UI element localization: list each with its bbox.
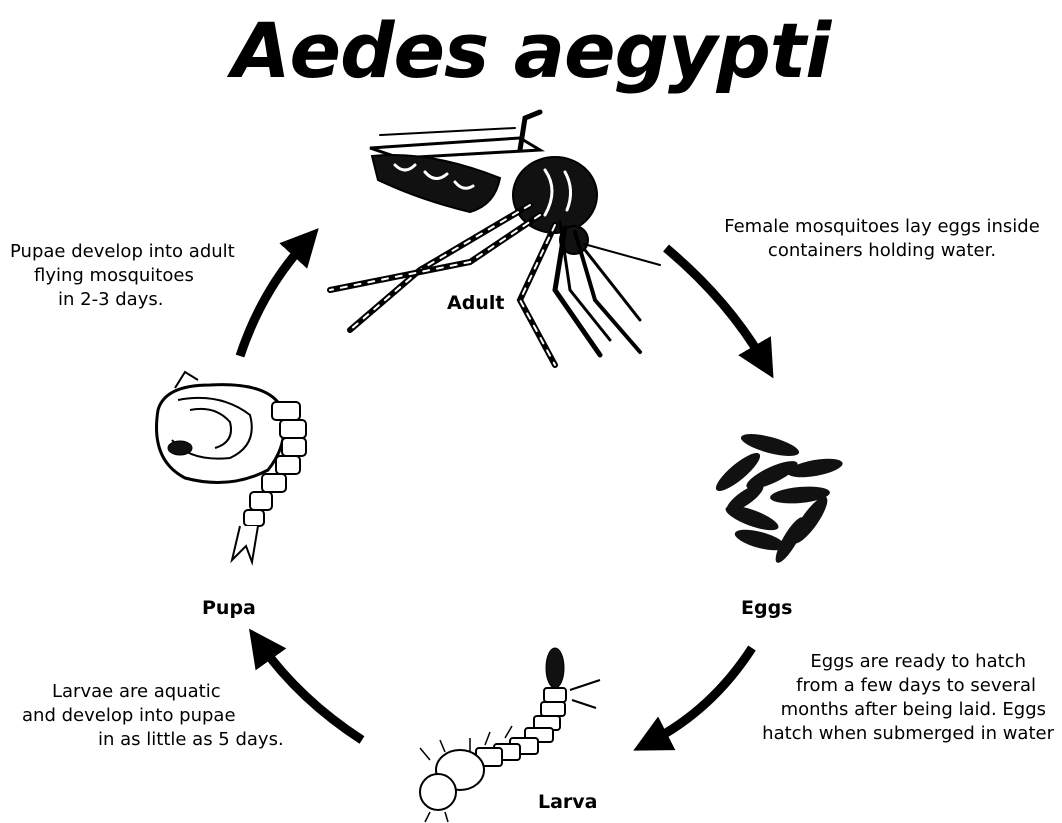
description-larva-to-pupa: Larvae are aquatic and develop into pupa… xyxy=(20,680,310,752)
adult-mosquito-icon xyxy=(330,112,660,365)
description-line: in 2-3 days. xyxy=(10,288,280,312)
pupa-icon xyxy=(157,372,306,562)
description-line: Larvae are aquatic xyxy=(20,680,310,704)
stage-label-larva: Larva xyxy=(538,791,598,813)
description-eggs-to-larva: Eggs are ready to hatch from a few days … xyxy=(716,650,1054,746)
description-line: and develop into pupae xyxy=(20,704,310,728)
description-line: Female mosquitoes lay eggs inside xyxy=(704,215,1060,239)
stage-label-eggs: Eggs xyxy=(741,597,793,619)
description-line: hatch when submerged in water xyxy=(716,722,1054,746)
stage-label-pupa: Pupa xyxy=(202,597,256,619)
description-line: containers holding water. xyxy=(704,239,1060,263)
description-line: Eggs are ready to hatch xyxy=(716,650,1054,674)
description-line: from a few days to several xyxy=(716,674,1054,698)
eggs-icon xyxy=(711,430,844,567)
description-line: in as little as 5 days. xyxy=(20,728,310,752)
arrow-adult-to-eggs xyxy=(666,248,764,362)
description-pupa-to-adult: Pupae develop into adult flying mosquito… xyxy=(10,240,280,312)
description-line: Pupae develop into adult xyxy=(10,240,280,264)
stage-label-adult: Adult xyxy=(447,292,504,314)
description-line: months after being laid. Eggs xyxy=(716,698,1054,722)
description-line: flying mosquitoes xyxy=(10,264,280,288)
description-adult-to-eggs: Female mosquitoes lay eggs inside contai… xyxy=(704,215,1060,263)
